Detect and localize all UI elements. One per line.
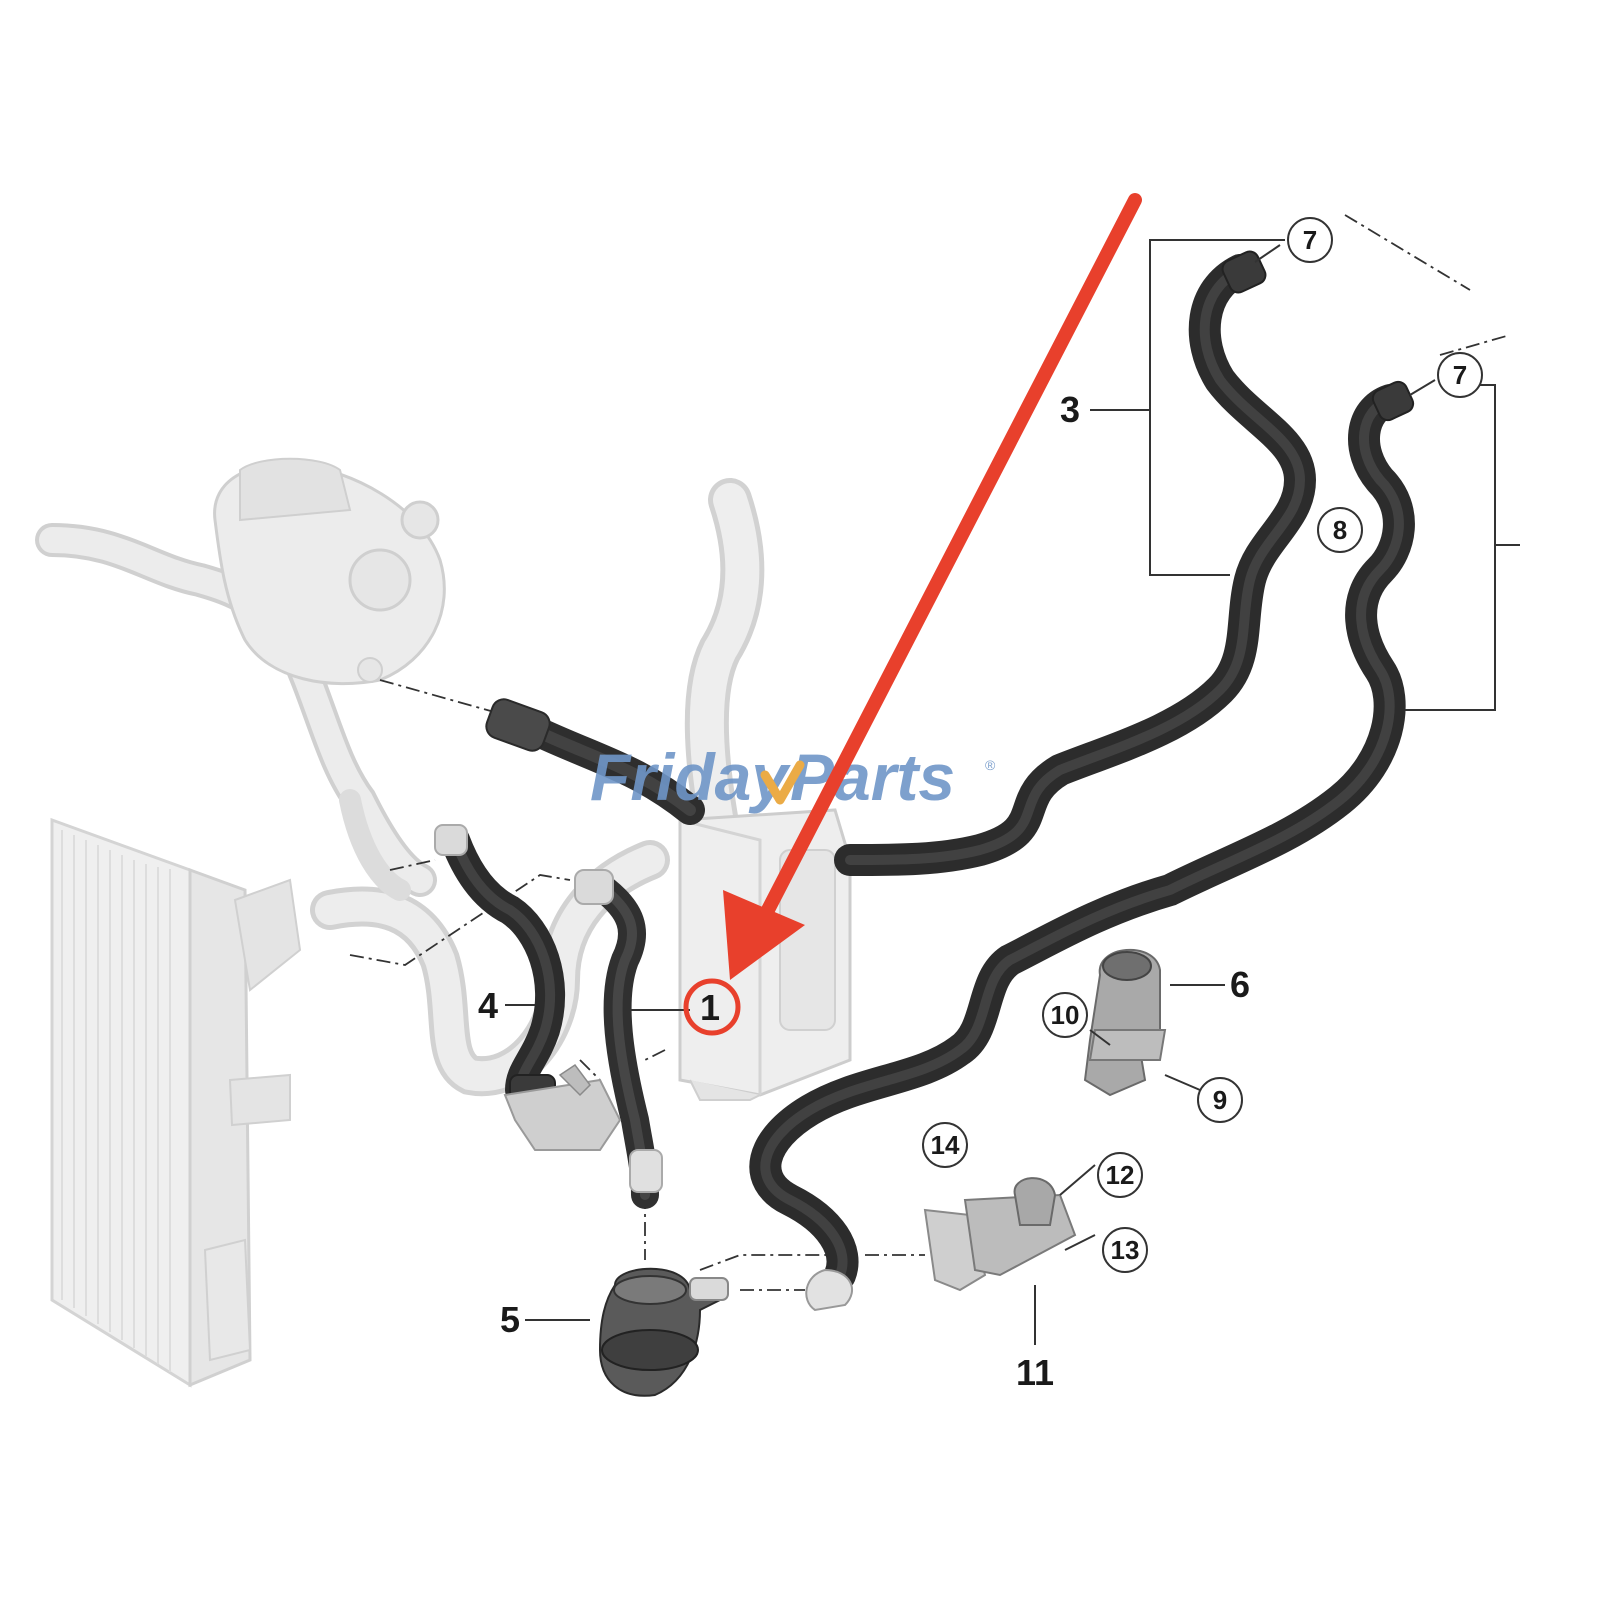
bracket-under-hose-4 [503, 1063, 622, 1151]
ghost-thermostat-housing [213, 457, 446, 686]
hose-fittings [434, 250, 1415, 1312]
label-12: 12 [1097, 1152, 1143, 1198]
svg-text:7: 7 [1453, 360, 1467, 390]
ghost-pipe-lower [310, 789, 670, 1097]
bracket-11 [923, 1177, 1077, 1292]
label-10: 10 [1042, 992, 1088, 1038]
hose-8 [834, 254, 1317, 876]
hose-4 [440, 825, 566, 1105]
label-7-top: 7 [1287, 217, 1333, 263]
label-14: 14 [922, 1122, 968, 1168]
connection-lines [349, 214, 1511, 1291]
electric-water-pump [598, 1267, 729, 1397]
radiator [50, 817, 302, 1388]
svg-text:13: 13 [1111, 1235, 1140, 1265]
watermark-logo: Friday Parts ® [590, 740, 996, 814]
hose-14 [749, 384, 1415, 1291]
label-11: 11 [1016, 1352, 1054, 1393]
svg-text:9: 9 [1213, 1085, 1227, 1115]
hose-upper-short [530, 720, 705, 825]
label-4: 4 [478, 985, 498, 1026]
heat-exchanger [678, 808, 852, 1101]
label-5: 5 [500, 1299, 520, 1340]
highlight-arrow [683, 193, 1142, 1036]
watermark-check-icon [760, 760, 805, 805]
watermark-text-friday: Friday [590, 740, 791, 814]
label-9: 9 [1197, 1077, 1243, 1123]
label-3: 3 [1060, 389, 1080, 430]
label-13: 13 [1102, 1227, 1148, 1273]
svg-text:8: 8 [1333, 515, 1347, 545]
highlight-circle [683, 978, 741, 1036]
svg-text:7: 7 [1303, 225, 1317, 255]
label-6: 6 [1230, 964, 1250, 1005]
svg-text:10: 10 [1051, 1000, 1080, 1030]
svg-text:12: 12 [1106, 1160, 1135, 1190]
part-labels: 1 3 4 5 6 11 7 7 8 9 10 12 [478, 217, 1483, 1393]
label-8: 8 [1317, 507, 1363, 553]
holder-6 [1083, 949, 1167, 1097]
svg-text:14: 14 [931, 1130, 960, 1160]
ghost-pipe-vertical [684, 478, 765, 862]
label-7-right: 7 [1437, 352, 1483, 398]
leader-lines [505, 239, 1520, 1345]
label-1: 1 [700, 987, 720, 1028]
watermark-text-parts: Parts [790, 740, 955, 814]
watermark-registered: ® [985, 757, 996, 773]
